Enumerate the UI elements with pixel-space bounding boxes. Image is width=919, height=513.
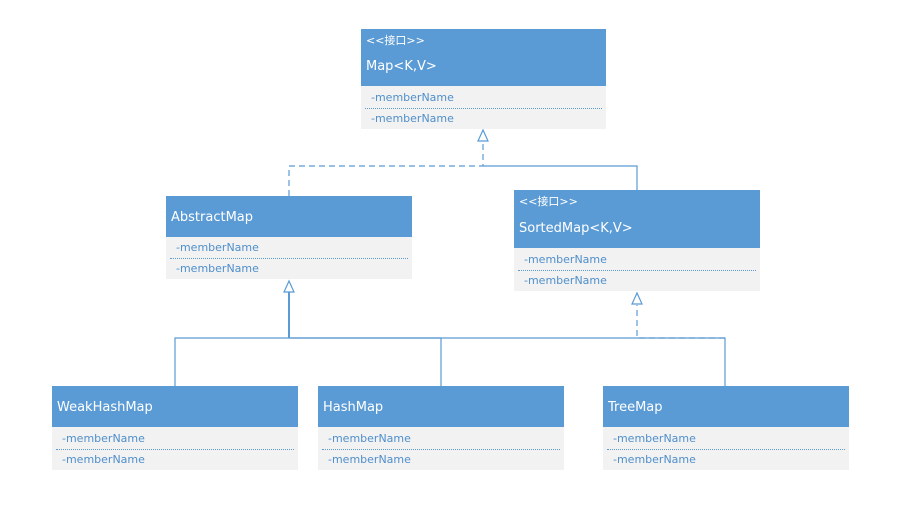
member-item: -memberName (62, 432, 145, 445)
class-weak-hash-map[interactable]: WeakHashMap -memberName -memberName (52, 386, 298, 470)
member-item: -memberName (328, 453, 411, 466)
attribute-compartment: -memberName -memberName (166, 237, 412, 279)
member-item: -memberName (176, 241, 259, 254)
class-header: AbstractMap (166, 196, 412, 237)
attribute-compartment: -memberName -memberName (603, 427, 849, 470)
abstractmap-inheritance-arrowhead (283, 279, 295, 293)
attribute-compartment: -memberName -memberName (52, 427, 298, 470)
member-item: -memberName (176, 262, 259, 275)
member-item: -memberName (62, 453, 145, 466)
sortedmap-realization-arrowhead (631, 291, 643, 305)
class-name: WeakHashMap (57, 400, 153, 415)
stereotype-label: <<接口>> (366, 34, 425, 47)
sortedmap-extends-map-line (483, 165, 638, 190)
hashmap-extends-abstractmap-line (289, 337, 442, 386)
weakhashmap-extends-abstractmap-line (174, 337, 289, 386)
member-item: -memberName (613, 432, 696, 445)
class-name: AbstractMap (171, 210, 254, 225)
treemap-extends-abstractmap-line (289, 337, 726, 386)
class-name: Map<K,V> (366, 59, 437, 74)
member-divider (365, 108, 602, 109)
member-divider (518, 270, 756, 271)
class-header: HashMap (318, 386, 564, 427)
member-divider (170, 258, 408, 259)
class-name: HashMap (323, 400, 384, 415)
stereotype-label: <<接口>> (519, 195, 578, 208)
class-header: WeakHashMap (52, 386, 298, 427)
class-header: <<接口>> SortedMap<K,V> (514, 190, 760, 248)
class-abstract-map[interactable]: AbstractMap -memberName -memberName (166, 196, 412, 279)
member-item: -memberName (328, 432, 411, 445)
class-header: <<接口>> Map<K,V> (361, 29, 606, 86)
abstractmap-realizes-map-line (288, 140, 484, 196)
class-tree-map[interactable]: TreeMap -memberName -memberName (603, 386, 849, 470)
class-sorted-map[interactable]: <<接口>> SortedMap<K,V> -memberName -membe… (514, 190, 760, 291)
member-item: -memberName (371, 91, 454, 104)
attribute-compartment: -memberName -memberName (361, 86, 606, 129)
class-map[interactable]: <<接口>> Map<K,V> -memberName -memberName (361, 29, 606, 129)
class-name: TreeMap (608, 400, 663, 415)
class-hash-map[interactable]: HashMap -memberName -memberName (318, 386, 564, 470)
member-item: -memberName (524, 274, 607, 287)
member-item: -memberName (524, 253, 607, 266)
attribute-compartment: -memberName -memberName (318, 427, 564, 470)
class-name: SortedMap<K,V> (519, 221, 633, 236)
member-divider (56, 449, 294, 450)
treemap-realizes-sortedmap-line (636, 305, 725, 339)
member-item: -memberName (613, 453, 696, 466)
attribute-compartment: -memberName -memberName (514, 248, 760, 291)
member-divider (322, 449, 560, 450)
member-item: -memberName (371, 112, 454, 125)
member-divider (607, 449, 845, 450)
map-inheritance-arrowhead (477, 128, 489, 142)
class-header: TreeMap (603, 386, 849, 427)
